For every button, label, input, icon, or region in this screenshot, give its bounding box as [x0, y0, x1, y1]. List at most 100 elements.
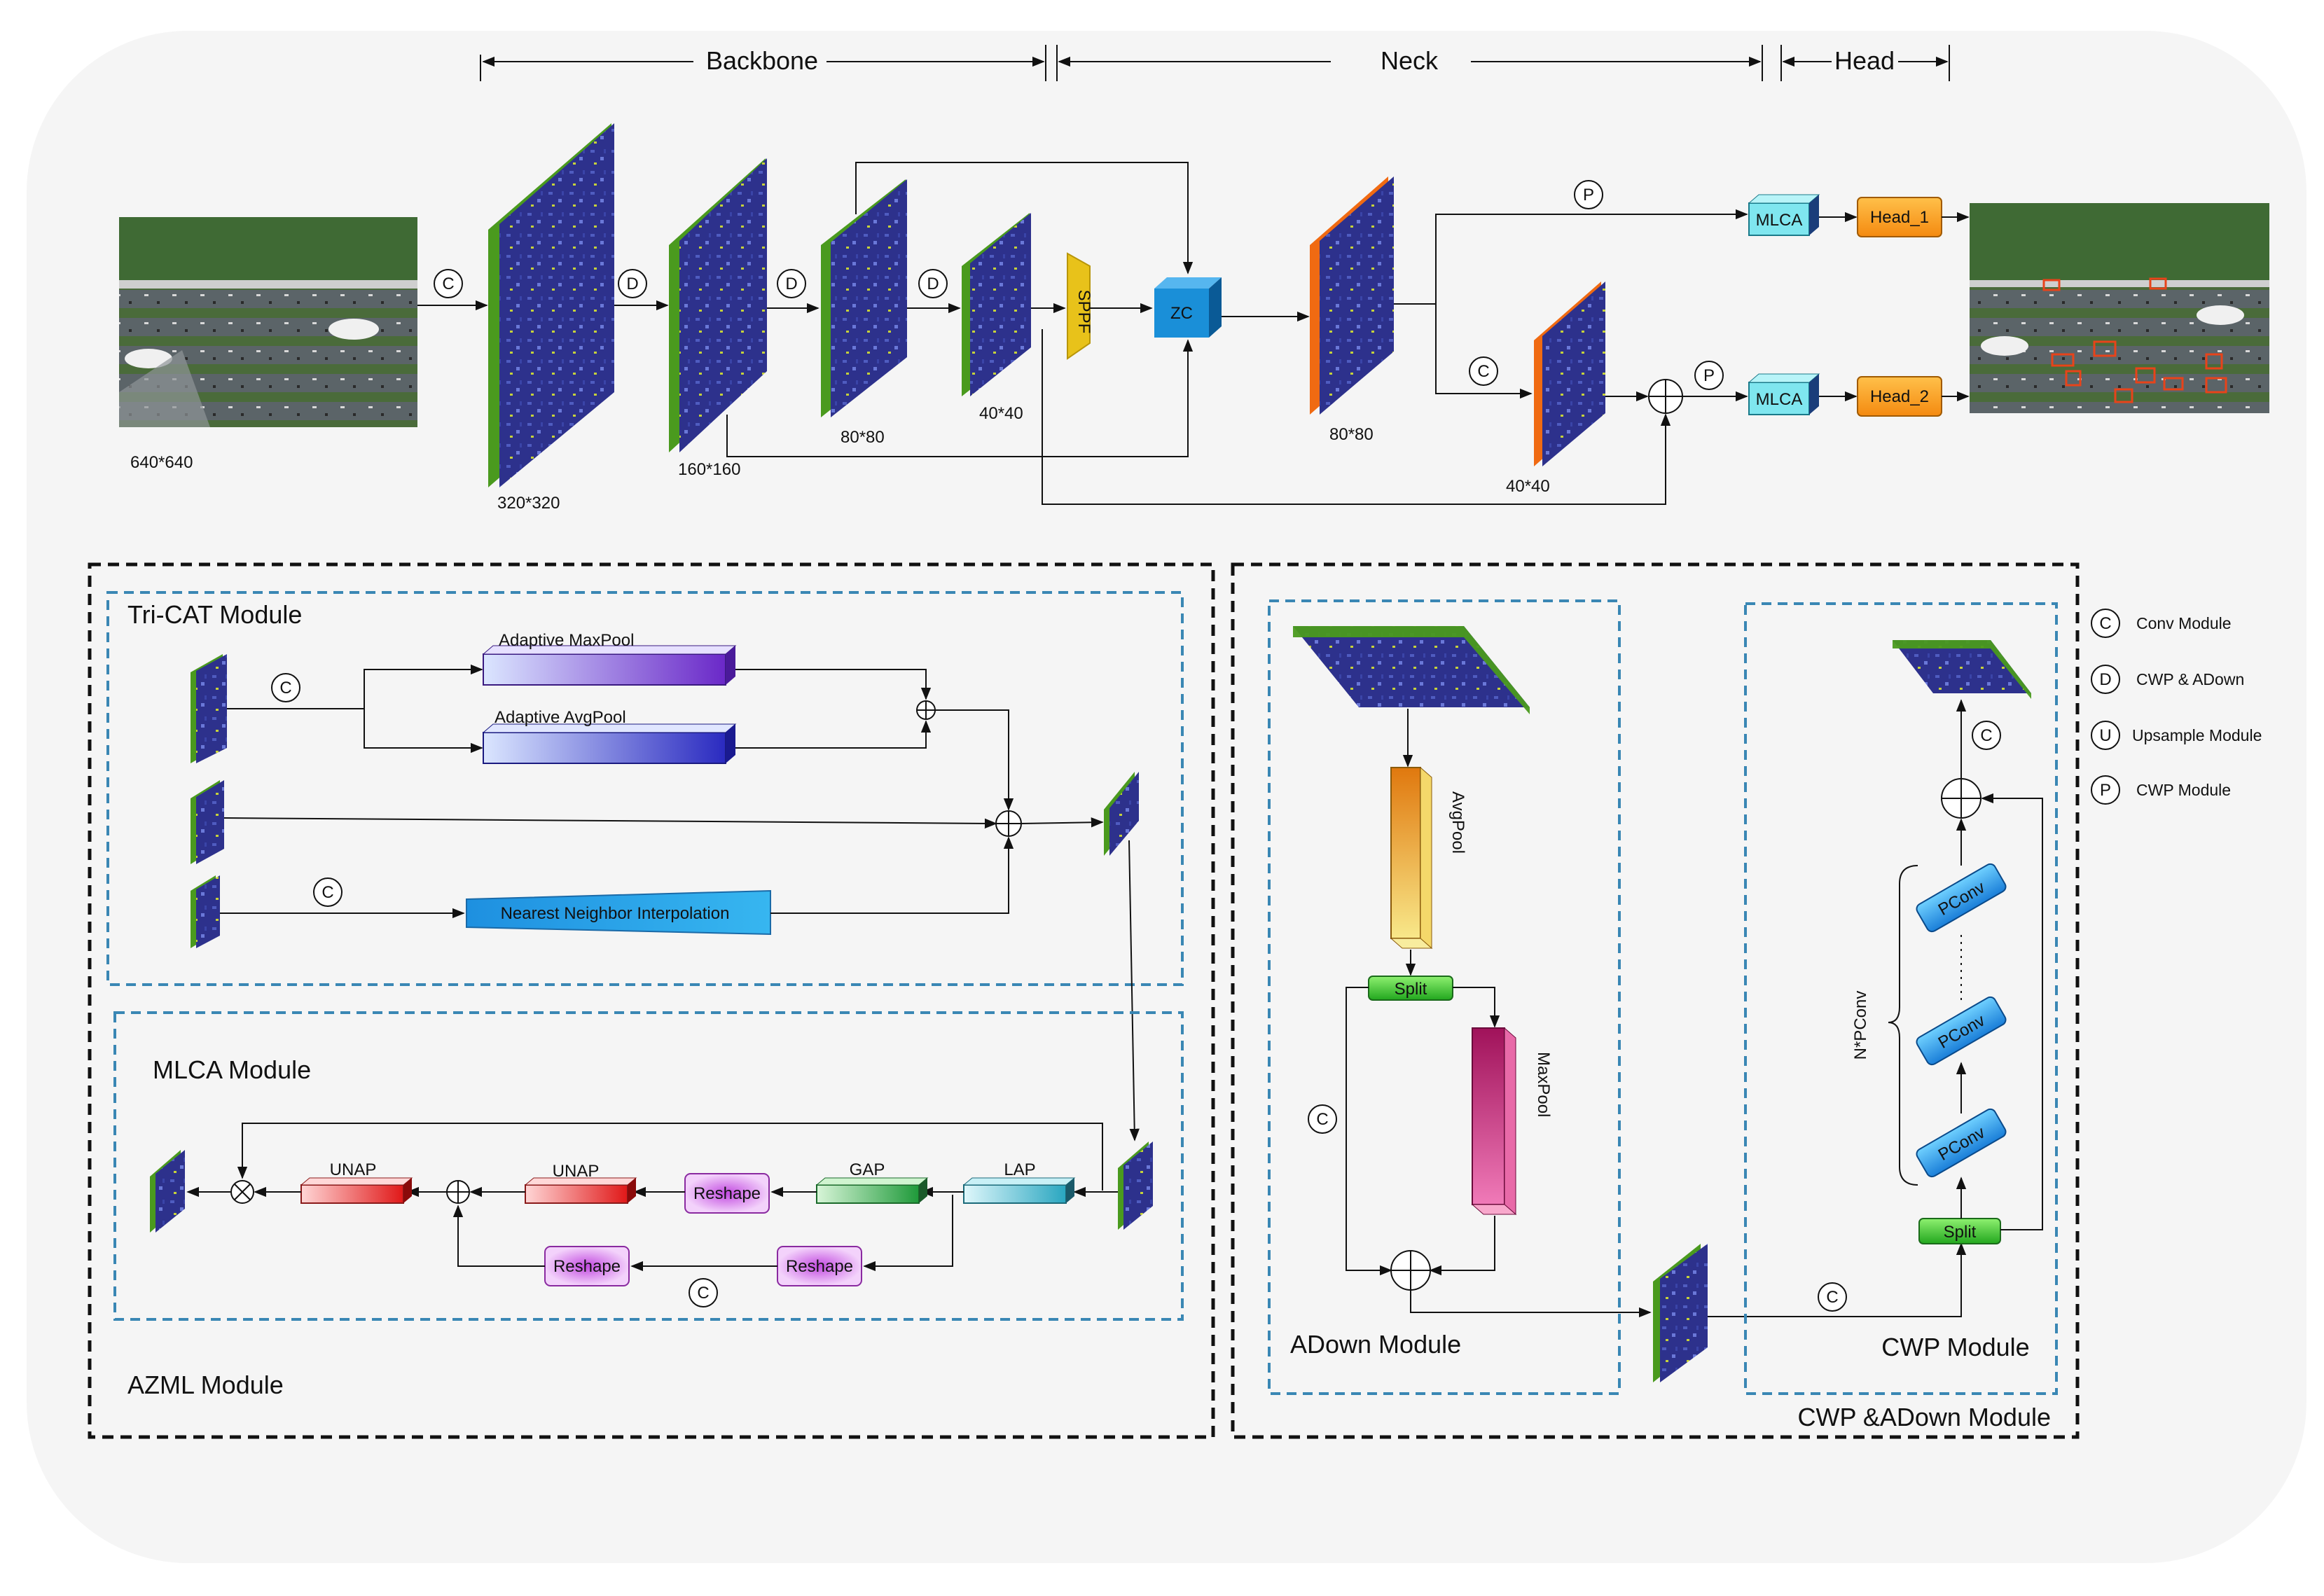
adown-module-border: [1268, 599, 1621, 1395]
mlca-module-border: [113, 1011, 1184, 1321]
mlca-block-1: MLCA: [1748, 194, 1820, 236]
cwp-symbol: P: [1574, 180, 1603, 209]
feature-map-160: [669, 158, 767, 452]
backbone-label: Backbone: [706, 46, 818, 75]
adown-input-feature: [1293, 626, 1530, 714]
lap-label: LAP: [1004, 1160, 1035, 1179]
avgpool-label: AvgPool: [1448, 791, 1467, 854]
maxpool-label: MaxPool: [1534, 1052, 1553, 1117]
neck-40-label: 40*40: [1506, 477, 1550, 496]
npconv-brace: [1888, 865, 1918, 1186]
svg-text:P: P: [1703, 366, 1715, 385]
intermediate-feature-map: [1653, 1244, 1708, 1382]
legend-item-upsample: U Upsample Module: [2091, 721, 2262, 750]
svg-text:D: D: [626, 275, 638, 293]
gap-block: [815, 1177, 929, 1204]
mlca-1-label: MLCA: [1756, 211, 1803, 230]
adown-split-block: Split: [1368, 976, 1453, 1001]
svg-text:P: P: [2100, 781, 2111, 800]
sppf-block: SPPF: [1067, 252, 1093, 360]
reshape-3-label: Reshape: [786, 1257, 853, 1276]
conv-symbol: C: [1469, 356, 1498, 386]
head-label: Head: [1834, 46, 1895, 75]
legend-item-cwp: P CWP Module: [2091, 775, 2231, 805]
cwp-adown-title: CWP &ADown Module: [1798, 1403, 2051, 1431]
concat-symbol: [1941, 778, 1981, 819]
zc-block: ZC: [1154, 277, 1222, 338]
section-header-neck: Neck: [1056, 45, 1763, 81]
unap-block-1: [524, 1177, 637, 1204]
conv-symbol: C: [1972, 721, 2001, 750]
adaptive-avgpool-label: Adaptive AvgPool: [494, 708, 626, 727]
svg-text:C: C: [1826, 1288, 1838, 1307]
section-header-backbone: Backbone: [480, 45, 1046, 81]
concat-symbol: [1390, 1250, 1431, 1291]
section-header-head: Head: [1780, 45, 1950, 81]
lap-block: [962, 1177, 1076, 1204]
head-2-label: Head_2: [1870, 387, 1929, 406]
conv-symbol: C: [313, 877, 343, 907]
neck-feature-map-80: [1310, 176, 1394, 415]
cwp-module-border: [1744, 602, 2058, 1395]
tricat-module-border: [106, 591, 1184, 986]
nearest-neighbor-block: Nearest Neighbor Interpolation: [466, 889, 771, 936]
add-symbol: [1648, 379, 1683, 414]
azml-title: AZML Module: [127, 1371, 284, 1399]
unap-2-label: UNAP: [330, 1160, 377, 1179]
cwp-adown-module-border: [1231, 562, 2080, 1439]
feature-map-80: [821, 179, 907, 417]
mlca-input: [1118, 1142, 1153, 1230]
npconv-label: N*PConv: [1851, 991, 1870, 1060]
mlca-title: MLCA Module: [153, 1055, 311, 1084]
mlca-output: [150, 1150, 185, 1233]
svg-text:U: U: [2099, 726, 2111, 745]
feature-map-40: [962, 213, 1031, 396]
svg-text:CWP & ADown: CWP & ADown: [2136, 670, 2244, 688]
cwp-split-block: Split: [1918, 1218, 2001, 1244]
conv-symbol: C: [271, 673, 300, 702]
conv-symbol: C: [689, 1278, 718, 1307]
add-symbol-small: [916, 700, 936, 720]
neck-80-label: 80*80: [1329, 425, 1374, 444]
azml-module-border: [88, 562, 1215, 1439]
add-symbol: [995, 810, 1022, 837]
unap-1-label: UNAP: [553, 1162, 600, 1181]
conv-symbol: C: [1818, 1282, 1847, 1312]
svg-text:C: C: [697, 1284, 709, 1303]
down-symbol: D: [918, 269, 948, 298]
output-image: [1970, 203, 2269, 413]
cwp-output-feature: [1893, 640, 2031, 699]
adaptive-maxpool-label: Adaptive MaxPool: [499, 631, 634, 650]
svg-text:D: D: [927, 275, 939, 293]
legend: C Conv Module D CWP & ADown U Upsample M…: [2091, 609, 2262, 805]
down-symbol: D: [777, 269, 806, 298]
tricat-input-2: [191, 780, 224, 864]
head-1-block: Head_1: [1857, 197, 1942, 237]
legend-item-conv: C Conv Module: [2091, 609, 2232, 638]
multiply-symbol: [230, 1180, 254, 1204]
cwp-title: CWP Module: [1881, 1333, 2029, 1361]
adaptive-avgpool-block: [482, 723, 737, 764]
avgpool-block: [1390, 766, 1433, 950]
svg-text:D: D: [785, 275, 797, 293]
svg-text:Conv Module: Conv Module: [2136, 614, 2232, 632]
feature-map-320: [488, 123, 614, 487]
feat-160-label: 160*160: [678, 460, 740, 479]
neck-label: Neck: [1381, 46, 1439, 75]
maxpool-block: [1471, 1027, 1517, 1216]
reshape-2-label: Reshape: [553, 1257, 621, 1276]
conv-symbol: C: [1308, 1104, 1337, 1134]
tricat-title: Tri-CAT Module: [127, 600, 302, 629]
tricat-output: [1104, 772, 1139, 856]
mlca-2-label: MLCA: [1756, 390, 1803, 409]
feat-80-label: 80*80: [841, 428, 885, 447]
svg-text:C: C: [2099, 614, 2111, 633]
svg-text:C: C: [1316, 1110, 1328, 1129]
svg-text:C: C: [442, 275, 454, 293]
input-image: [119, 217, 417, 427]
svg-text:C: C: [1477, 362, 1489, 381]
mlca-block-2: MLCA: [1748, 373, 1820, 415]
reshape-1-label: Reshape: [693, 1184, 761, 1203]
input-size-label: 640*640: [130, 453, 193, 472]
